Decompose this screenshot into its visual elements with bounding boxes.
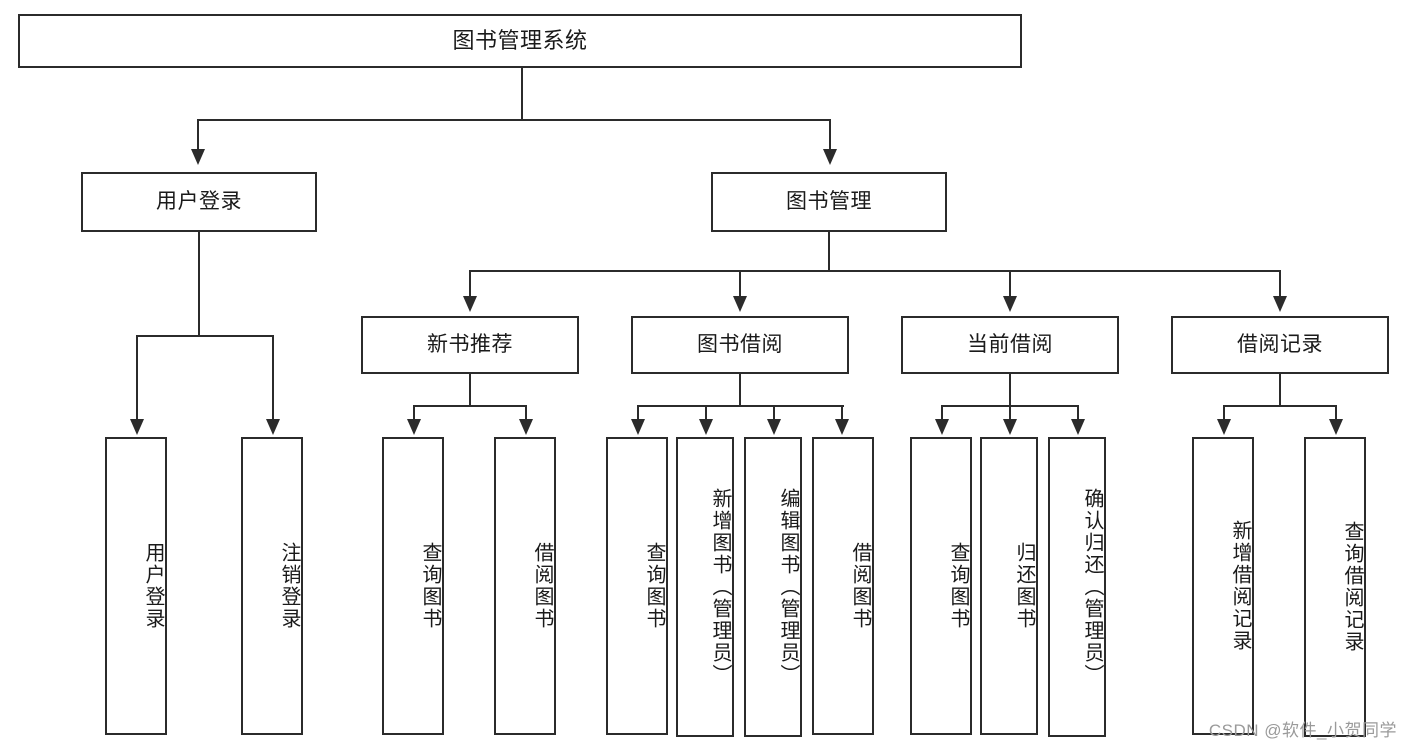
edge-book-borrow-to-leaf4 — [841, 405, 843, 421]
edge-book-manage-to-current-borrow — [1009, 270, 1011, 297]
edge-borrow-record-bar — [1223, 405, 1337, 407]
node-book-management[interactable]: 图书管理 — [711, 172, 947, 232]
node-label: 新增图书（管理员） — [709, 488, 731, 686]
edge-current-borrow-to-leaf2 — [1009, 405, 1011, 421]
edge-user-login-to-leaf1 — [136, 335, 138, 421]
edge-current-borrow-to-leaf1 — [941, 405, 943, 421]
edge-borrow-record-to-leaf1 — [1223, 405, 1225, 421]
edge-book-borrow-bar — [637, 405, 844, 407]
node-label: 用户登录 — [142, 542, 164, 630]
arrow-down-icon — [407, 419, 421, 435]
node-label: 借阅图书 — [849, 542, 871, 630]
arrow-down-icon — [191, 149, 205, 165]
edge-new-book-to-leaf1 — [413, 405, 415, 421]
edge-current-borrow-to-leaf3 — [1077, 405, 1079, 421]
arrow-down-icon — [1003, 419, 1017, 435]
edge-user-login-bar — [136, 335, 273, 337]
node-label: 图书管理系统 — [452, 27, 588, 53]
arrow-down-icon — [631, 419, 645, 435]
edge-book-manage-stem — [828, 232, 830, 272]
node-label: 用户登录 — [156, 190, 242, 214]
node-label: 编辑图书（管理员） — [777, 488, 799, 686]
edge-book-borrow-to-leaf1 — [637, 405, 639, 421]
edge-root-bar — [197, 119, 830, 121]
leaf-borrow-query-book[interactable]: 查询图书 — [606, 437, 668, 735]
edge-current-borrow-stem — [1009, 374, 1011, 406]
leaf-borrow-edit-book-admin[interactable]: 编辑图书（管理员） — [744, 437, 802, 737]
edge-book-manage-to-book-borrow — [739, 270, 741, 297]
node-label: 当前借阅 — [967, 333, 1053, 357]
leaf-recommend-borrow-book[interactable]: 借阅图书 — [494, 437, 556, 735]
arrow-down-icon — [1273, 296, 1287, 312]
node-user-login[interactable]: 用户登录 — [81, 172, 317, 232]
node-label: 查询图书 — [419, 542, 441, 630]
edge-book-borrow-stem — [739, 374, 741, 406]
arrow-down-icon — [1329, 419, 1343, 435]
edge-book-manage-to-new-book — [469, 270, 471, 297]
node-label: 查询图书 — [947, 542, 969, 630]
node-new-book-recommend[interactable]: 新书推荐 — [361, 316, 579, 374]
edge-new-book-stem — [469, 374, 471, 406]
node-label: 借阅记录 — [1237, 333, 1323, 357]
arrow-down-icon — [1217, 419, 1231, 435]
edge-borrow-record-stem — [1279, 374, 1281, 406]
node-borrow-record[interactable]: 借阅记录 — [1171, 316, 1389, 374]
arrow-down-icon — [733, 296, 747, 312]
arrow-down-icon — [699, 419, 713, 435]
arrow-down-icon — [935, 419, 949, 435]
edge-book-manage-to-borrow-record — [1279, 270, 1281, 297]
edge-root-stem — [521, 68, 523, 120]
node-label: 借阅图书 — [531, 542, 553, 630]
node-root-book-management-system[interactable]: 图书管理系统 — [18, 14, 1022, 68]
edge-new-book-to-leaf2 — [525, 405, 527, 421]
edge-borrow-record-to-leaf2 — [1335, 405, 1337, 421]
node-label: 查询借阅记录 — [1341, 521, 1363, 653]
edge-book-borrow-to-leaf2 — [705, 405, 707, 421]
arrow-down-icon — [823, 149, 837, 165]
node-current-borrow[interactable]: 当前借阅 — [901, 316, 1119, 374]
leaf-current-query-book[interactable]: 查询图书 — [910, 437, 972, 735]
edge-root-to-book-manage — [829, 119, 831, 151]
node-label: 新书推荐 — [427, 333, 513, 357]
edge-book-borrow-to-leaf3 — [773, 405, 775, 421]
leaf-record-query-borrow-record[interactable]: 查询借阅记录 — [1304, 437, 1366, 737]
arrow-down-icon — [835, 419, 849, 435]
arrow-down-icon — [519, 419, 533, 435]
leaf-borrow-do-borrow-book[interactable]: 借阅图书 — [812, 437, 874, 735]
leaf-borrow-add-book-admin[interactable]: 新增图书（管理员） — [676, 437, 734, 737]
node-label: 图书借阅 — [697, 333, 783, 357]
node-label: 确认归还（管理员） — [1081, 488, 1103, 686]
arrow-down-icon — [130, 419, 144, 435]
leaf-current-return-book[interactable]: 归还图书 — [980, 437, 1038, 735]
arrow-down-icon — [1071, 419, 1085, 435]
arrow-down-icon — [1003, 296, 1017, 312]
leaf-user-login[interactable]: 用户登录 — [105, 437, 167, 735]
arrow-down-icon — [767, 419, 781, 435]
edge-user-login-to-leaf2 — [272, 335, 274, 421]
edge-book-manage-bar — [469, 270, 1279, 272]
node-book-borrow[interactable]: 图书借阅 — [631, 316, 849, 374]
node-label: 图书管理 — [786, 190, 872, 214]
edge-user-login-stem — [198, 232, 200, 336]
node-label: 查询图书 — [643, 542, 665, 630]
edge-root-to-user-login — [197, 119, 199, 151]
arrow-down-icon — [463, 296, 477, 312]
node-label: 注销登录 — [278, 542, 300, 630]
node-label: 归还图书 — [1013, 542, 1035, 630]
node-label: 新增借阅记录 — [1229, 520, 1251, 652]
leaf-record-add-borrow-record[interactable]: 新增借阅记录 — [1192, 437, 1254, 735]
edge-new-book-bar — [413, 405, 527, 407]
leaf-recommend-query-book[interactable]: 查询图书 — [382, 437, 444, 735]
leaf-current-confirm-return-admin[interactable]: 确认归还（管理员） — [1048, 437, 1106, 737]
leaf-user-logout[interactable]: 注销登录 — [241, 437, 303, 735]
arrow-down-icon — [266, 419, 280, 435]
